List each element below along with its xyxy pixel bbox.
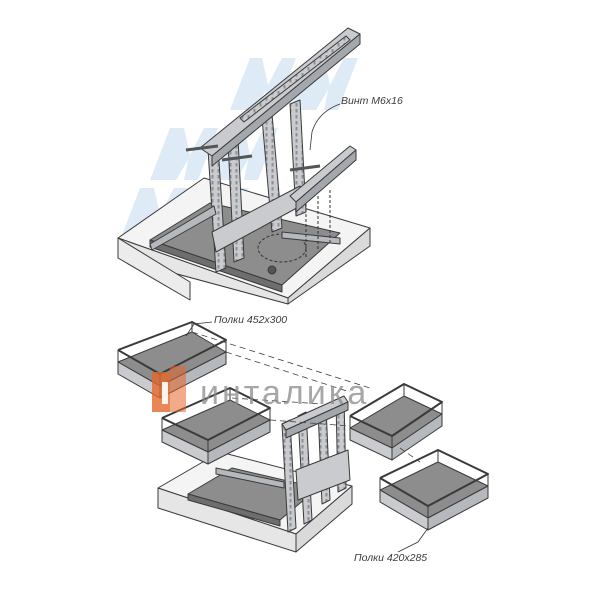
shelf-large-2: [161, 387, 271, 465]
shelf-small-1: [349, 383, 443, 461]
shelves-small-callout-label: Полки 420х285: [354, 552, 428, 564]
screw-leader-line: [309, 103, 341, 151]
shelves-bottom-leader-line: [397, 527, 429, 553]
screw-callout-label: Винт М6х16: [341, 95, 403, 107]
assembly-guides: [191, 331, 421, 463]
shelves-top-leader-line: [185, 321, 213, 337]
brand-logo: [152, 366, 186, 412]
shelf-small-2: [379, 449, 489, 531]
shelves-large-callout-label: Полки 452х300: [214, 314, 288, 326]
bottom-assembly: [157, 395, 353, 553]
top-assembly: [117, 27, 371, 305]
brand-wordmark: инталика: [200, 374, 370, 412]
